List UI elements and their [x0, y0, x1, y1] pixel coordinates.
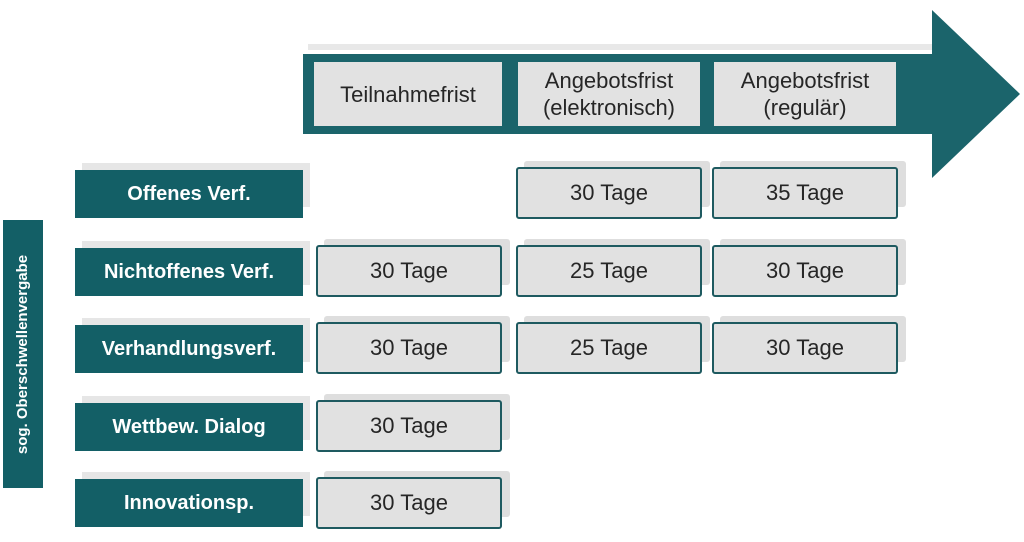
procedure-nichtoffenes: Nichtoffenes Verf.: [75, 248, 303, 296]
procedure-innovationsp: Innovationsp.: [75, 479, 303, 527]
procedure-offenes: Offenes Verf.: [75, 170, 303, 218]
cell-nichtoffenes-elektronisch: 25 Tage: [516, 245, 702, 297]
header-angebotsfrist-regulaer: Angebotsfrist (regulär): [714, 62, 896, 126]
cell-offenes-regulaer: 35 Tage: [712, 167, 898, 219]
cell-offenes-elektronisch: 30 Tage: [516, 167, 702, 219]
cell-nichtoffenes-teilnahme: 30 Tage: [316, 245, 502, 297]
side-label: sog. Oberschwellenvergabe: [3, 220, 43, 488]
side-label-text: sog. Oberschwellenvergabe: [14, 254, 32, 454]
header-angebotsfrist-elektronisch: Angebotsfrist (elektronisch): [518, 62, 700, 126]
procedure-wettbew-dialog: Wettbew. Dialog: [75, 403, 303, 451]
header-teilnahmefrist: Teilnahmefrist: [314, 62, 502, 126]
cell-verhandlungsverf-elektronisch: 25 Tage: [516, 322, 702, 374]
cell-innovationsp-teilnahme: 30 Tage: [316, 477, 502, 529]
cell-verhandlungsverf-teilnahme: 30 Tage: [316, 322, 502, 374]
procedure-verhandlungsverf: Verhandlungsverf.: [75, 325, 303, 373]
cell-nichtoffenes-regulaer: 30 Tage: [712, 245, 898, 297]
cell-verhandlungsverf-regulaer: 30 Tage: [712, 322, 898, 374]
cell-wettbew-dialog-teilnahme: 30 Tage: [316, 400, 502, 452]
